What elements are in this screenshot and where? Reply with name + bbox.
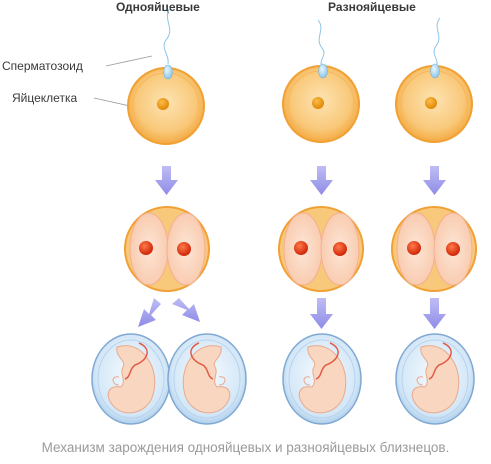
embryo-fraternal-a [282,333,362,425]
egg-leader-line [93,97,131,107]
arrow-down-icon [310,298,333,329]
sperm-identical [163,7,173,80]
heading-identical: Однояйцевые [116,0,200,14]
cell-nucleus [446,242,460,256]
zygote-fraternal-b [391,206,477,292]
sperm-fraternal-a [317,19,328,79]
zygote-identical [124,206,210,292]
cell-nucleus [177,242,191,256]
figure-caption: Механизм зарождения однояйцевых и разноя… [41,440,450,455]
egg-nucleus [312,97,324,109]
cell-nucleus [139,241,153,255]
label-sperm: Сперматозоид [2,59,83,73]
cell-nucleus [407,241,421,255]
arrow-down-icon [423,298,446,329]
sperm-leader-line [105,55,153,67]
sperm-fraternal-b [430,17,441,79]
cell-nucleus [294,241,308,255]
egg-fraternal-b [395,65,473,143]
embryo-fraternal-b [395,333,475,425]
egg-nucleus [157,98,169,110]
zygote-fraternal-a [278,206,364,292]
egg-identical [127,67,205,145]
egg-nucleus [425,97,437,109]
heading-fraternal: Разнояйцевые [328,0,416,14]
embryo-identical-b [167,333,247,425]
arrow-diagonal-left-icon [138,298,161,327]
label-egg: Яйцеклетка [12,91,78,105]
arrow-down-icon [423,166,446,195]
cell-nucleus [333,242,347,256]
arrow-down-icon [155,166,178,195]
arrow-down-icon [310,166,333,195]
embryo-identical-a [91,333,171,425]
arrow-diagonal-right-icon [172,298,200,322]
